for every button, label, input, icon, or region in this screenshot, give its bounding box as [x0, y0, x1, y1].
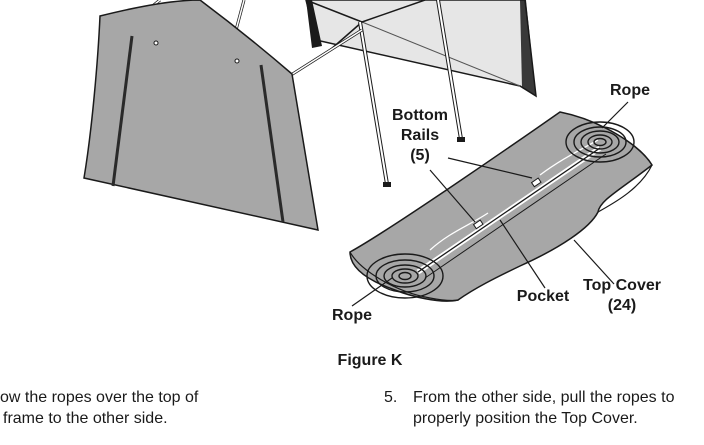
shelter-frame [149, 0, 537, 187]
rolled-top-cover [349, 111, 653, 302]
step-left-line-2: frame to the other side. [3, 410, 168, 427]
bottom-rails-line-1: Bottom [392, 107, 448, 124]
step-number: 5. [384, 389, 398, 406]
rope-coil-top [565, 121, 635, 163]
top-cover-line-1: Top Cover [583, 277, 661, 294]
bottom-rails-label: Bottom Rails (5) [382, 106, 458, 166]
bottom-rails-line-3: (5) [410, 147, 430, 164]
bottom-rails-line-2: Rails [400, 127, 440, 144]
top-cover-line-2: (24) [607, 297, 637, 314]
step-5-line-2: properly position the Top Cover. [413, 410, 638, 427]
step-5-text: From the other side, pull the ropes to p… [413, 387, 702, 429]
rope-label: Rope [332, 307, 372, 324]
pocket-label: Pocket [516, 288, 570, 305]
rope-coil-bottom [366, 253, 444, 299]
step-5-line-1: From the other side, pull the ropes to [413, 389, 675, 406]
leader-lines [351, 101, 629, 307]
rope-label: Rope [610, 82, 650, 99]
top-cover-label: Top Cover (24) [574, 276, 670, 316]
figure-caption: Figure K [337, 352, 403, 369]
step-left-line-1: ow the ropes over the top of [0, 389, 199, 406]
end-panel [83, 0, 319, 231]
step-left-text: ow the ropes over the top of frame to th… [0, 387, 300, 429]
